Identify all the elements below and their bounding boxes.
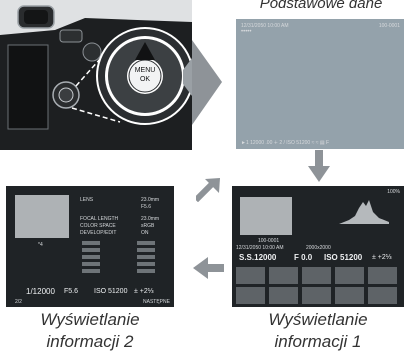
info-row-block-8 bbox=[137, 255, 155, 259]
basic-data-screen: 12/31/2050 10:00 AM 100-0001 ••••• ►1 12… bbox=[236, 19, 404, 149]
chevron-right-icon bbox=[192, 40, 222, 125]
frame-number-text: 100-0001 bbox=[258, 238, 280, 244]
info1-caption: Wyświetlanie informacji 1 bbox=[232, 309, 404, 353]
exposure-comp: ± +2⅓ bbox=[372, 254, 392, 261]
info-row-block-4 bbox=[82, 262, 100, 266]
menu-label: MENU bbox=[134, 67, 156, 74]
setting-cell bbox=[302, 267, 331, 284]
datetime-text: 12/31/2050 10:00 AM bbox=[236, 245, 284, 251]
info-row-block-9 bbox=[137, 262, 155, 266]
setting-cell bbox=[302, 287, 331, 304]
exposure-comp: ± +2⅓ bbox=[134, 288, 154, 295]
info-row-focal: FOCAL LENGTH bbox=[80, 216, 119, 222]
thumbnail bbox=[240, 197, 292, 235]
info2-caption: Wyświetlanie informacji 2 bbox=[6, 309, 174, 353]
info2-screen: *4 LENS FOCAL LENGTH COLOR SPACE DEVELOP… bbox=[6, 186, 174, 307]
info-value-1: 23.0mm bbox=[141, 197, 160, 203]
info-row-lens: LENS bbox=[80, 197, 94, 203]
bottom-info-bar: ►1 12000 .00 ∔ 2 / ISO 51200 ≈ ≈ ▤ F bbox=[241, 140, 330, 146]
info1-screen: 100% 100-0001 12/31/2050 10:00 AM 2000x2… bbox=[232, 186, 404, 307]
info-row-block-3 bbox=[82, 255, 100, 259]
arrow-up-right-icon bbox=[196, 178, 220, 202]
info1-caption-line2: informacji 1 bbox=[274, 332, 362, 351]
info-value-4: sRGB bbox=[141, 223, 155, 229]
next-label: NASTĘPNE bbox=[143, 299, 170, 305]
camera-body-drawing bbox=[0, 0, 194, 150]
frame-number-text: 100-0001 bbox=[378, 23, 400, 29]
triangle-up-icon bbox=[135, 42, 155, 60]
info-row-block-6 bbox=[137, 241, 155, 245]
aperture: F 0.0 bbox=[294, 253, 313, 262]
info-row-block-1 bbox=[82, 241, 100, 245]
info2-caption-line2: informacji 2 bbox=[46, 332, 134, 351]
shutter-speed: 1/12000 bbox=[26, 287, 55, 296]
image-size-text: 2000x2000 bbox=[306, 245, 331, 251]
setting-cell bbox=[236, 267, 265, 284]
iso-value: ISO 51200 bbox=[94, 288, 128, 295]
info-value-2: F5.6 bbox=[141, 204, 152, 210]
basic-data-title: Podstawowe dane bbox=[259, 0, 383, 12]
setting-cell bbox=[269, 267, 298, 284]
ok-label: OK bbox=[139, 76, 151, 83]
arrow-left-icon bbox=[193, 257, 224, 279]
thumbnail bbox=[15, 195, 69, 238]
info-row-block-2 bbox=[82, 248, 100, 252]
histogram-chart bbox=[339, 200, 389, 224]
info-value-5: ON bbox=[141, 230, 149, 236]
marker-text: *4 bbox=[38, 242, 43, 248]
setting-cell bbox=[236, 287, 265, 304]
iso-value: ISO 51200 bbox=[324, 253, 363, 262]
setting-cell bbox=[368, 267, 397, 284]
arrow-down-icon bbox=[308, 150, 330, 182]
shutter-speed: S.S.12000 bbox=[239, 253, 277, 262]
battery-indicator: 100% bbox=[387, 189, 400, 195]
info2-caption-line1: Wyświetlanie bbox=[40, 310, 140, 329]
setting-cell bbox=[335, 267, 364, 284]
aperture: F5.6 bbox=[64, 288, 79, 295]
info-row-develop: DEVELOP/EDIT bbox=[80, 230, 117, 236]
info-row-color-space: COLOR SPACE bbox=[80, 223, 116, 229]
setting-cell bbox=[269, 287, 298, 304]
camera-illustration: MENU OK bbox=[0, 0, 194, 150]
info1-caption-line1: Wyświetlanie bbox=[268, 310, 368, 329]
menu-ok-label: MENU OK bbox=[129, 66, 161, 84]
setting-cell bbox=[335, 287, 364, 304]
datetime-text: 12/31/2050 10:00 AM bbox=[241, 23, 289, 29]
info-row-block-7 bbox=[137, 248, 155, 252]
info-row-block-5 bbox=[82, 269, 100, 273]
rating-stars: ••••• bbox=[241, 29, 252, 35]
info-row-block-10 bbox=[137, 269, 155, 273]
settings-grid bbox=[236, 267, 400, 304]
setting-cell bbox=[368, 287, 397, 304]
page-indicator: 2/2 bbox=[15, 299, 22, 305]
info-value-3: 23.0mm bbox=[141, 216, 160, 222]
